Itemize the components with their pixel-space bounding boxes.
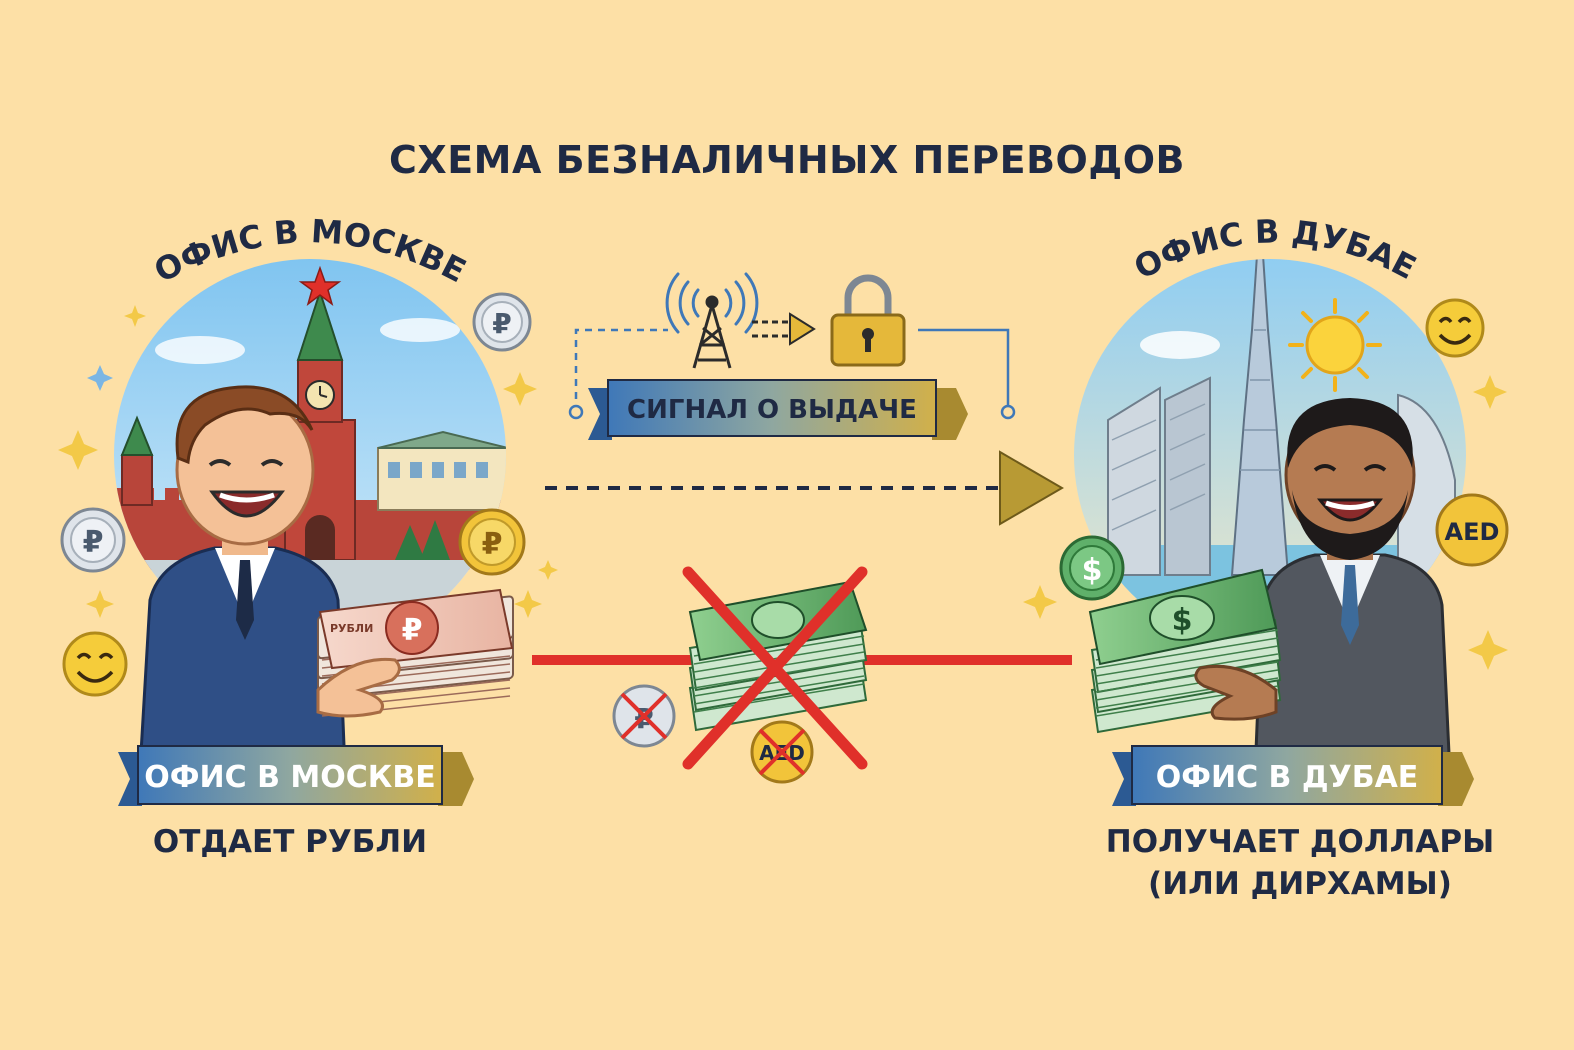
signal-waves-icon [665, 272, 759, 334]
svg-text:₽: ₽ [482, 527, 503, 562]
ruble-coin-silver-top: ₽ [472, 292, 532, 352]
big-red-cross-icon [682, 566, 868, 770]
svg-text:₽: ₽ [83, 525, 104, 560]
sparkle-decorations [58, 305, 1508, 670]
antenna-tower-icon [692, 295, 732, 369]
transfer-arrow [525, 450, 1064, 526]
ruble-coin-gold: ₽ [458, 508, 526, 576]
signal-arrow-small [752, 312, 816, 346]
dollar-coin: $ [1059, 535, 1125, 601]
diagram-title: СХЕМА БЕЗНАЛИЧНЫХ ПЕРЕВОДОВ [389, 138, 1185, 182]
signal-block: СИГНАЛ О ВЫДАЧЕ [568, 272, 1016, 440]
dubai-ribbon-label: ОФИС В ДУБАЕ [1156, 760, 1419, 795]
moscow-businessman [138, 385, 347, 772]
rubles-note-symbol: ₽ [402, 613, 423, 648]
dollar-note-symbol: $ [1172, 603, 1193, 638]
smiley-icon-left [62, 631, 128, 697]
lock-icon [830, 274, 906, 367]
moscow-ribbon: ОФИС В МОСКВЕ [118, 745, 474, 806]
rubles-note-label: РУБЛИ [330, 622, 373, 635]
dubai-scene: $ $ AED [1059, 259, 1509, 777]
moscow-ribbon-label: ОФИС В МОСКВЕ [144, 760, 435, 795]
signal-label: СИГНАЛ О ВЫДАЧЕ [627, 395, 917, 425]
dubai-businessman [1253, 398, 1452, 777]
dubai-ribbon: ОФИС В ДУБАЕ [1112, 745, 1474, 806]
sparkle-blue [87, 365, 113, 391]
cash-transfer-crossed: ₽ AED [532, 566, 1072, 784]
moscow-scene: ₽ РУБЛИ ₽ ₽ ₽ [60, 259, 532, 772]
svg-text:AED: AED [1445, 518, 1500, 546]
aed-coin: AED [1435, 493, 1509, 567]
crossed-aed-coin: AED [750, 720, 814, 784]
moscow-caption: ОТДАЕТ РУБЛИ [152, 824, 428, 860]
svg-text:$: $ [1082, 553, 1103, 588]
signal-ribbon: СИГНАЛ О ВЫДАЧЕ [588, 379, 968, 440]
rubles-stack: ₽ РУБЛИ [316, 588, 514, 718]
crossed-ruble-coin: ₽ [612, 684, 676, 748]
ruble-coin-silver-left: ₽ [60, 507, 126, 573]
smiley-icon-right [1425, 298, 1485, 358]
dubai-caption-line1: ПОЛУЧАЕТ ДОЛЛАРЫ [1105, 824, 1495, 860]
dollars-stack: $ [1088, 568, 1282, 734]
kremlin-star-icon [298, 265, 342, 306]
sun-icon [1288, 298, 1382, 392]
svg-text:₽: ₽ [492, 307, 511, 340]
dubai-caption-line2: (ИЛИ ДИРХАМЫ) [1148, 866, 1452, 902]
